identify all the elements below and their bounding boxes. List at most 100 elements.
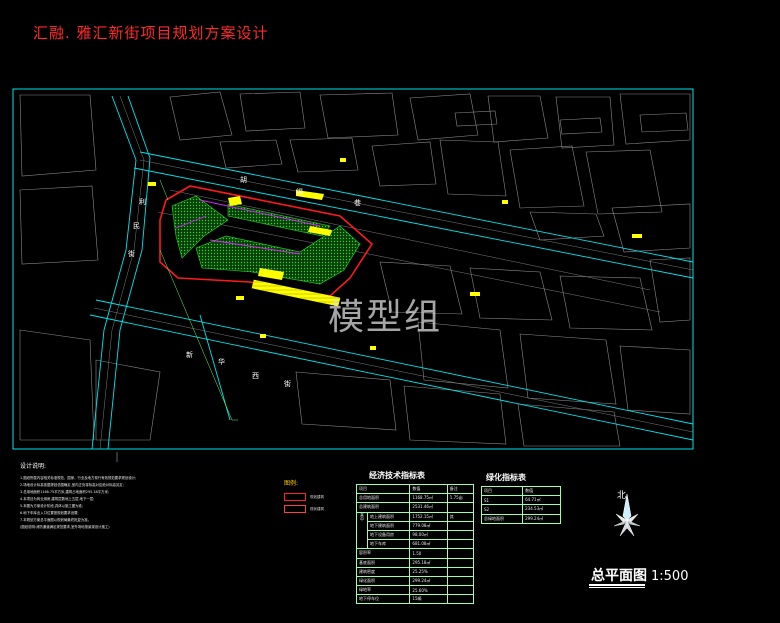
table-cell: 1.75亩 [446,493,475,504]
curb-lines [93,95,694,450]
table-header-cell: 项目 [355,483,411,495]
table-cell: 234.53㎡ [522,504,561,515]
building-block-n2 [308,226,332,236]
table-cell: 总建筑面积 [355,502,411,513]
context-buildings-south [295,257,691,447]
street-label-west: 利 民 街 [128,197,146,258]
magenta-lines [175,199,321,255]
building-block-north [296,190,324,200]
table-cell: 98.00㎡ [409,529,448,541]
table-row: 基底面积 295.18㎡ [355,557,475,568]
table-cell [446,529,475,541]
table-row: 总绿地面积 299.24㎡ [480,513,561,524]
table-cell: 其 [446,511,475,522]
drawing-title: 汇融. 雅汇新街项目规划方案设计 [33,24,269,42]
dimension-lines [159,179,238,421]
table-header-cell: 项目 [480,485,524,497]
street-label-north-2: 锡 [296,187,303,196]
table-cell: 1752.15㎡ [409,511,448,522]
note-line: 6.地下车库出入口位置按规划要求设置; [20,511,79,515]
table-cell: 基底面积 [355,557,411,568]
green-table: 项目 数值 S1 64.71㎡ S2 234.53㎡ 总绿地面积 299.24㎡ [480,485,561,524]
table-cell [446,585,475,596]
table-row: S1 64.71㎡ [480,495,561,506]
note-line: 2.场地设计标高依据规划总图确定,室内正负零标高对应绝对标高另定; [20,483,124,487]
table-header-row: 项目 数值 [480,485,561,497]
table-cell: 295.18㎡ [409,557,448,568]
table-cell [446,557,475,568]
table-row: 总用地面积 1168.75㎡ 1.75亩 [355,493,475,504]
plan-title: 总平面图 [591,568,647,584]
econ-table-title: 经济技术指标表 [369,471,425,480]
table-row: 其中 地上建筑面积 1752.15㎡ 其 [356,511,475,550]
table-row: 建筑密度 25.25% [355,566,475,577]
table-cell: 2531.46㎡ [409,502,448,513]
table-row: 地下建筑面积 779.08㎡ [357,520,475,531]
table-cell: 总用地面积 [355,493,411,504]
table-row: 容积率 1.50 [355,548,475,559]
note-line: (图纸说明:消防通道满足规范要求,室外场地按景观设计施工) [20,525,110,529]
table-cell: 地下停车位 [355,594,411,605]
table-cell: 779.08㎡ [409,520,448,531]
street-label-south: 新 华 西 街 [186,350,291,388]
street-label-north-1: 胡 [240,175,247,184]
table-cell: 地下建筑面积 [366,520,411,531]
legend-item: 规划建筑 [284,493,324,501]
note-line: 4.本项目为商业用房,建筑层数地上五层,地下一层; [20,497,95,501]
legend-swatch-existing [284,505,306,513]
street-label-south-1: 新 [186,350,193,359]
street-label-west-1: 利 [139,197,146,206]
plan-scale: 1:500 [651,569,689,584]
table-cell: 地下车库 [366,539,411,550]
street-label-west-2: 民 [133,222,140,230]
table-header-cell: 数值 [522,485,561,497]
watermark: 模型组 [328,297,443,338]
table-cell: 25.60% [409,585,448,596]
table-cell [446,575,475,587]
building-block-main [251,279,341,307]
table-cell: 1168.75㎡ [409,493,448,504]
plan-title-underline [589,584,645,586]
table-header-cell: 备注 [446,483,475,495]
table-row: 地下设备用房 98.00㎡ [357,529,475,541]
table-cell: 绿地率 [355,585,411,596]
table-row: 地下停车位 15辆 [355,594,475,605]
building-block-east [258,268,284,280]
plan-title-underline-thin [589,587,645,588]
table-cell: 容积率 [355,548,411,559]
drawing-frame [12,88,694,450]
table-cell: 1.50 [409,548,448,559]
table-cell [446,594,475,605]
north-arrow-icon [613,493,641,537]
street-label-north: 胡 锡 巷 [240,175,361,207]
building-block-west [228,196,242,206]
north-label: 北 [617,491,627,501]
table-row: 绿化面积 299.24㎡ [355,575,475,587]
notes-title: 设计说明: [20,463,47,470]
table-row: 总建筑面积 2531.46㎡ [355,502,475,513]
table-cell [446,520,475,531]
table-cell: 64.71㎡ [522,495,561,506]
table-cell: 总绿地面积 [480,513,524,524]
econ-table: 项目 数值 备注 总用地面积 1168.75㎡ 1.75亩 总建筑面积 2531… [355,483,475,605]
street-label-south-2: 华 [218,357,225,366]
table-cell: 建筑密度 [355,566,411,577]
table-cell: 681.08㎡ [409,539,448,550]
table-cell: 绿化面积 [355,575,411,587]
context-yellow-marks [148,158,642,350]
table-cell [446,539,475,550]
note-line: 1.图纸所属内容相关标准规范、国家、行业及地方现行有效规范要求规划设计; [20,476,137,480]
table-cell: S2 [480,504,524,515]
green-table-title: 绿化指标表 [486,473,526,482]
table-cell [446,502,475,513]
street-label-north-3: 巷 [354,199,361,207]
note-line: 5.本图为方案设计阶段,具体以施工图为准; [20,504,84,508]
table-header-cell: 数值 [409,483,448,495]
street-label-south-3: 西 [252,372,259,380]
green-landscape-s2 [195,225,361,285]
table-cell: S1 [480,495,524,506]
street-lines [89,95,694,450]
legend-item: 现状建筑 [284,505,324,513]
table-header-row: 项目 数值 备注 [355,483,475,495]
